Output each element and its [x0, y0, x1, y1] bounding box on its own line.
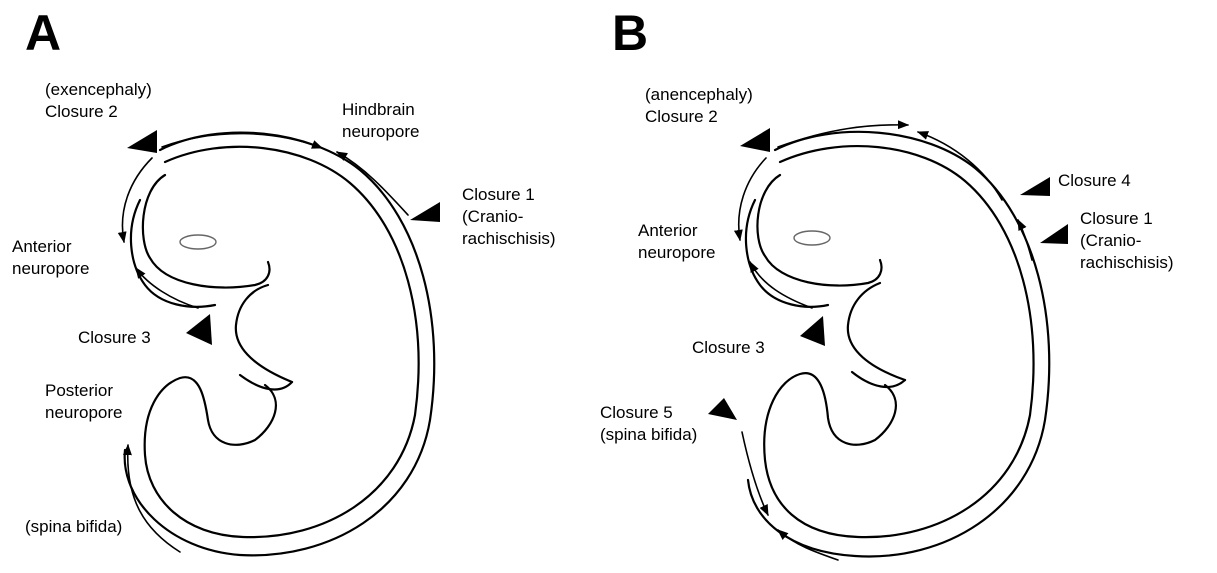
panel-a: A (exencephaly) Closure 2 Hind: [12, 5, 556, 555]
panel-a-label-spina-bifida: (spina bifida): [25, 517, 122, 536]
panel-b-inner-contour: [764, 146, 1033, 537]
panel-b-label-closure1: Closure 1: [1080, 209, 1153, 228]
panel-a-label-anterior-neuropore: neuropore: [12, 259, 90, 278]
panel-a-arch-2: [240, 375, 292, 389]
panel-b-closure1-marker: [1040, 224, 1068, 244]
panel-b-eye: [794, 231, 830, 245]
panel-a-letter: A: [25, 5, 61, 61]
panel-b-closure2-marker: [740, 128, 770, 152]
panel-a-arch-1: [236, 285, 292, 382]
panel-a-label-anterior: Anterior: [12, 237, 72, 256]
panel-a-label-rachischisis: rachischisis): [462, 229, 556, 248]
panel-b-head-loop: [757, 175, 881, 286]
panel-a-closure2-marker: [127, 130, 157, 153]
panel-b-letter: B: [612, 5, 648, 61]
panel-b-closure5-marker: [708, 398, 737, 420]
panel-a-label-closure3: Closure 3: [78, 328, 151, 347]
panel-b-closure3-marker: [800, 316, 825, 346]
panel-a-eye: [180, 235, 216, 249]
panel-b-embryo: [746, 132, 1049, 557]
panel-b-label-closure2: Closure 2: [645, 107, 718, 126]
panel-b-closure4-marker: [1020, 177, 1050, 196]
panel-b-label-anterior-neuropore: neuropore: [638, 243, 716, 262]
panel-b-label-anterior: Anterior: [638, 221, 698, 240]
panel-a-head-loop: [143, 175, 270, 288]
panel-a-closure3-marker: [186, 314, 212, 345]
panel-a-embryo: [125, 133, 435, 556]
panel-b-label-rachischisis: rachischisis): [1080, 253, 1174, 272]
panel-a-closure1-marker: [410, 202, 440, 222]
panel-b-outer-contour: [748, 132, 1049, 557]
panel-b-arrow-closure1-up: [1018, 220, 1032, 260]
panel-a-outer-contour: [125, 133, 435, 556]
panel-a-inner-contour: [145, 147, 419, 537]
panel-a-label-posterior-neuropore: neuropore: [45, 403, 123, 422]
panel-a-label-closure2: Closure 2: [45, 102, 118, 121]
panel-b-label-anencephaly: (anencephaly): [645, 85, 753, 104]
panel-b-label-cranio: (Cranio-: [1080, 231, 1141, 250]
panel-a-label-exencephaly: (exencephaly): [45, 80, 152, 99]
panel-b: B (anencephaly) Closure 2 Closure 4 Clos…: [600, 5, 1174, 560]
panel-b-label-closure3: Closure 3: [692, 338, 765, 357]
panel-a-label-cranio: (Cranio-: [462, 207, 523, 226]
panel-a-label-hindbrain: Hindbrain: [342, 100, 415, 119]
panel-b-arch-2: [852, 372, 905, 387]
panel-a-label-posterior: Posterior: [45, 381, 113, 400]
panel-b-label-spina-bifida: (spina bifida): [600, 425, 697, 444]
panel-a-label-hindbrain-neuropore: neuropore: [342, 122, 420, 141]
panel-b-arch-1: [848, 283, 905, 380]
panel-a-arrow-posterior: [128, 445, 180, 552]
panel-b-label-closure4: Closure 4: [1058, 171, 1131, 190]
panel-b-label-closure5: Closure 5: [600, 403, 673, 422]
panel-a-label-closure1: Closure 1: [462, 185, 535, 204]
panel-b-arrow-closure4-back: [918, 132, 1002, 200]
panel-b-arrow-closure2-forward: [778, 125, 908, 147]
panel-b-arrow-posterior-up: [778, 530, 838, 560]
